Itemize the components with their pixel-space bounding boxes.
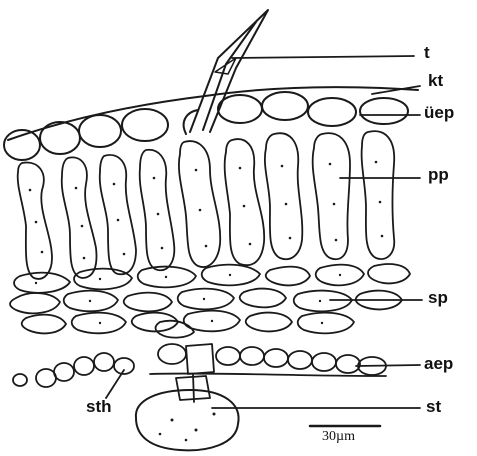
- label-trichome: t: [424, 44, 430, 61]
- chloroplast-dots: [29, 161, 384, 442]
- label-cuticle: kt: [428, 72, 443, 89]
- palisade-parenchyma: [18, 131, 395, 279]
- scale-bar-label: 30µm: [322, 430, 355, 444]
- label-stalk: st: [426, 398, 441, 415]
- label-spongy-parenchyma: sp: [428, 289, 448, 306]
- lower-epidermis: [13, 344, 386, 387]
- label-palisade-parenchyma: pp: [428, 166, 449, 183]
- trichome: [190, 10, 268, 132]
- label-stoma: sth: [86, 398, 112, 415]
- label-upper-epidermis: üep: [424, 104, 454, 121]
- label-lower-epidermis: aep: [424, 355, 453, 372]
